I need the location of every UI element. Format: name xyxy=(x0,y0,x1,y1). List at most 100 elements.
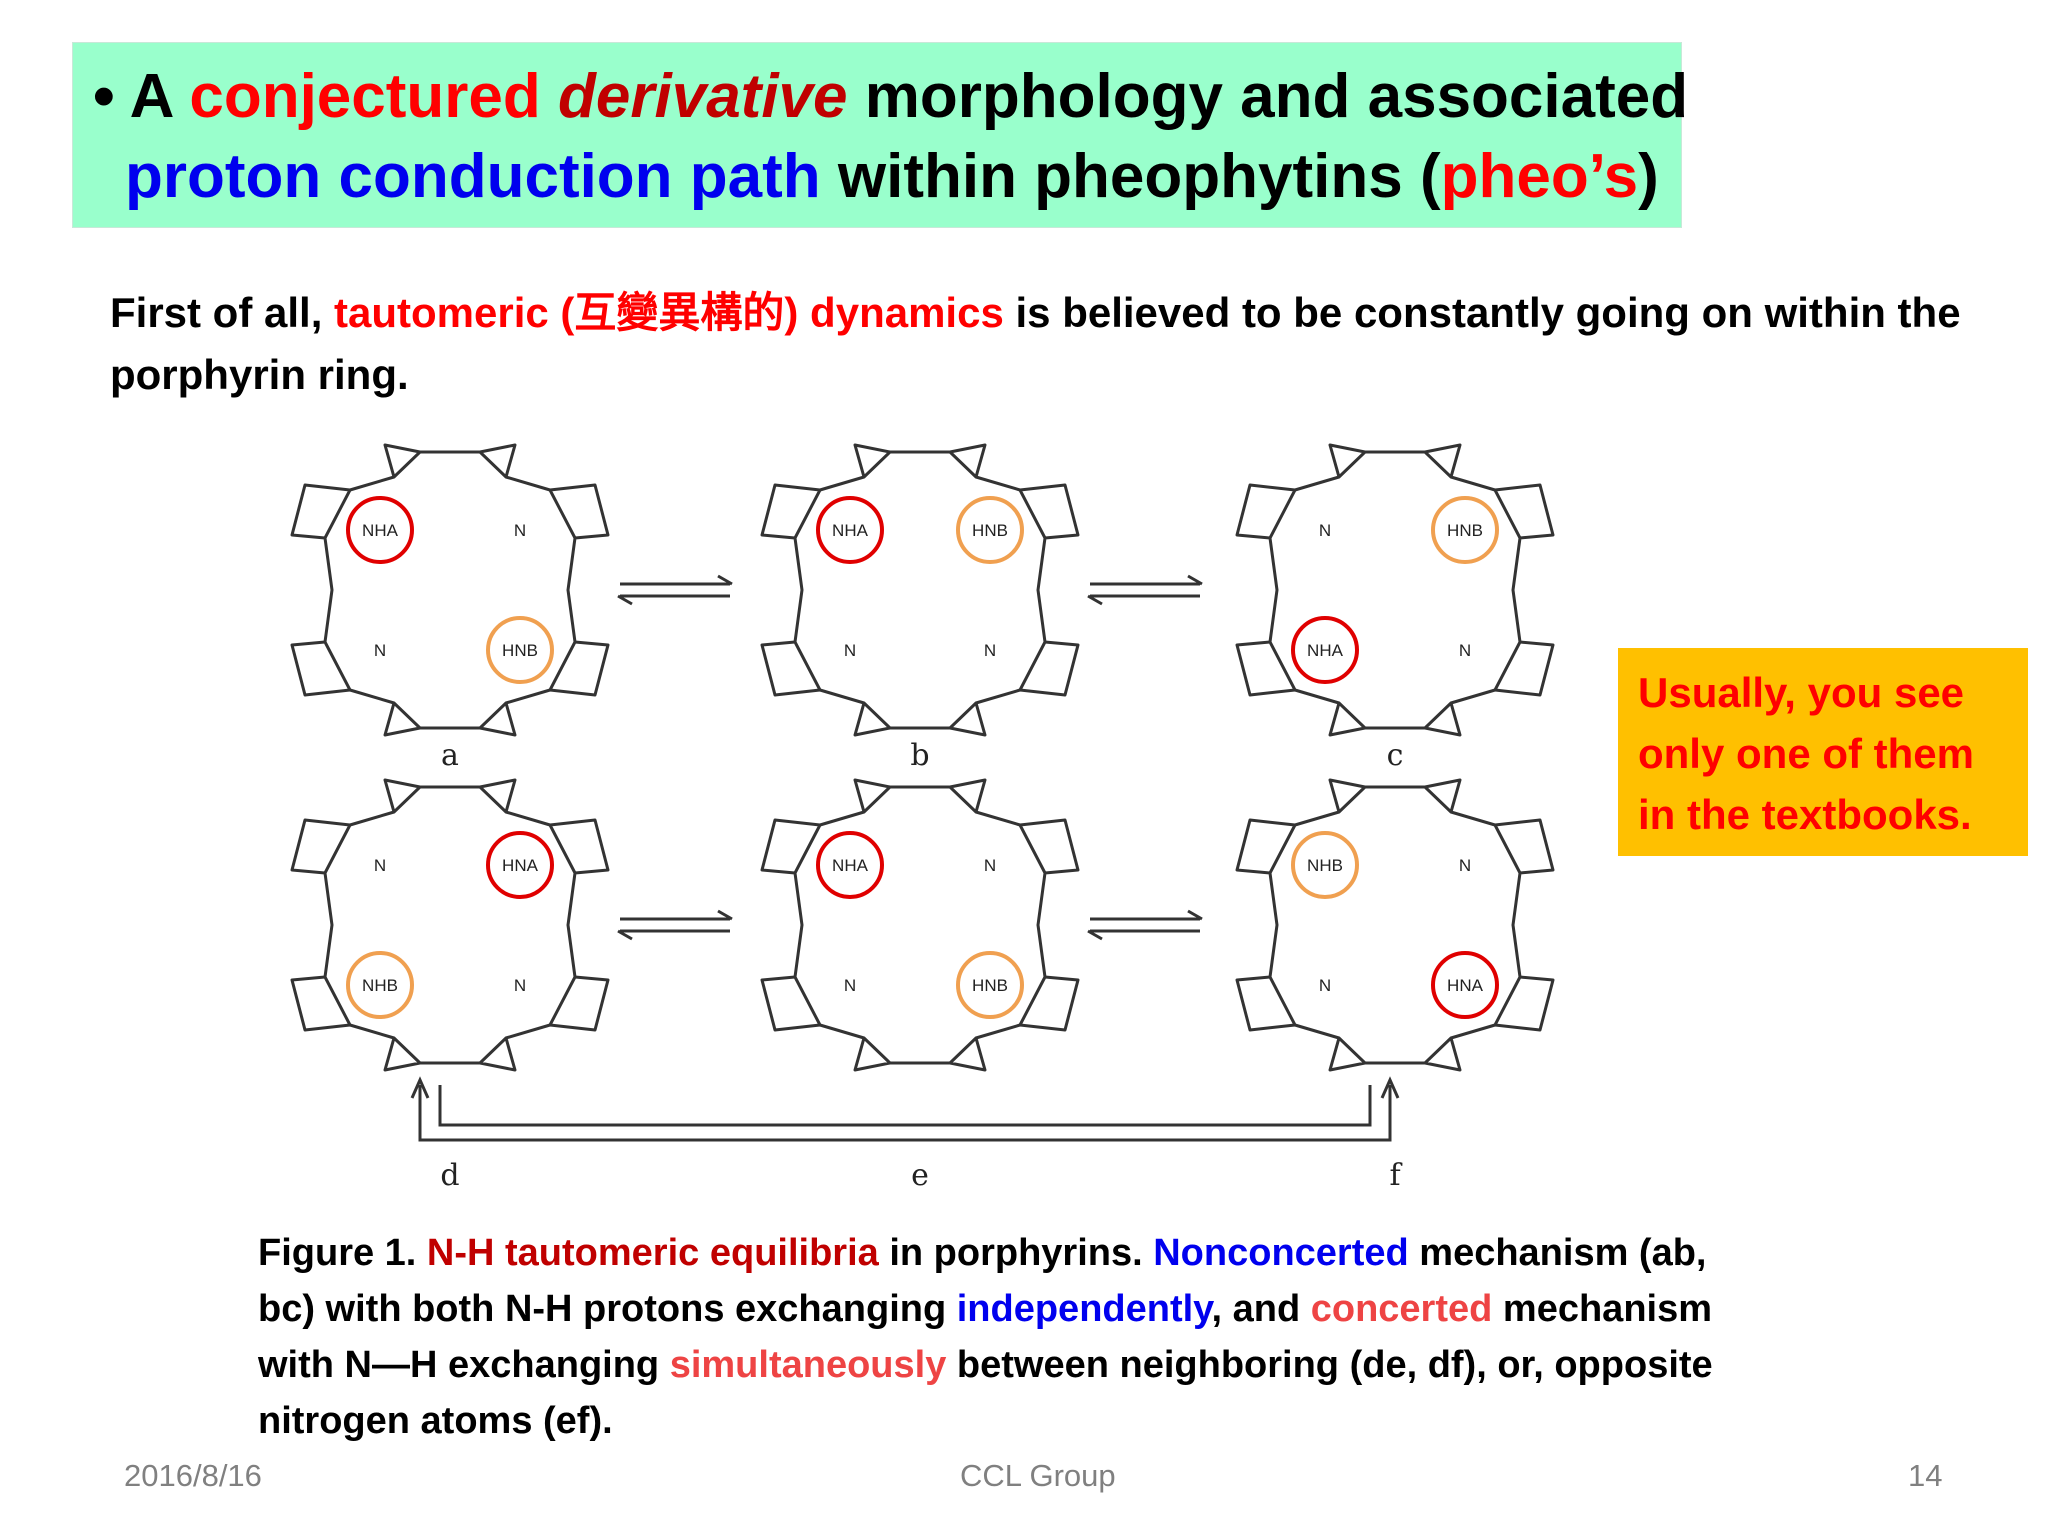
title-box: • A conjectured derivative morphology an… xyxy=(72,42,1688,228)
caption-concerted: concerted xyxy=(1310,1288,1493,1330)
proton-highlight-circle xyxy=(816,496,884,564)
nitrogen-atom-label: NHA xyxy=(1307,641,1344,660)
nitrogen-atom-label: N xyxy=(374,641,386,660)
nitrogen-atom-label: N xyxy=(844,976,856,995)
nitrogen-atom-label: NHB xyxy=(1307,856,1343,875)
porphyrin-ring xyxy=(1235,778,1555,1072)
structure-label: c xyxy=(1387,738,1404,773)
equilibrium-arrowhead xyxy=(717,574,733,586)
nitrogen-atom-label: N xyxy=(514,521,526,540)
caption-part: mechanism with N—H exchanging xyxy=(258,1288,1713,1386)
equilibrium-arrowhead xyxy=(1187,909,1203,921)
bracket-arrowhead xyxy=(1380,1076,1400,1099)
nitrogen-atom-label: HNB xyxy=(972,521,1008,540)
title-pheos: pheo’s xyxy=(1440,142,1639,211)
caption-part: mechanism (ab, bc) with both N-H protons… xyxy=(258,1232,1707,1330)
intro-text: First of all, tautomeric (互變異構的) dynamic… xyxy=(110,282,1990,406)
note-line: Usually, you see xyxy=(1638,669,1965,716)
bracket-arrowhead xyxy=(410,1076,430,1099)
equilibrium-arrowhead xyxy=(1087,594,1103,606)
porphyrin-ring xyxy=(760,778,1080,1072)
porphyrin-structure-b xyxy=(760,443,1080,737)
equilibrium-arrowhead xyxy=(617,929,633,941)
title-text: morphology and associated xyxy=(847,62,1689,131)
caption-simultaneously: simultaneously xyxy=(669,1344,947,1386)
intro-tautomeric: tautomeric (互變異構的) dynamics xyxy=(334,289,1004,336)
porphyrin-structure-a xyxy=(290,443,610,737)
porphyrin-structure-d xyxy=(290,778,610,1072)
proton-highlight-circle xyxy=(1291,616,1359,684)
nitrogen-atom-label: N xyxy=(984,856,996,875)
caption-part: between neighboring (de, df), or, opposi… xyxy=(258,1344,1713,1442)
title-line-1: • A conjectured derivative morphology an… xyxy=(93,59,1688,135)
title-bullet: • xyxy=(93,62,115,131)
nitrogen-atom-label: N xyxy=(1319,976,1331,995)
title-derivative: derivative xyxy=(558,62,848,131)
proton-highlight-circle xyxy=(956,951,1024,1019)
nitrogen-atom-label: N xyxy=(1319,521,1331,540)
caption-part: , and xyxy=(1211,1288,1311,1330)
title-line-2: proton conduction path within pheophytin… xyxy=(125,139,1659,215)
proton-highlight-circle xyxy=(1291,831,1359,899)
caption-nonconcerted: Nonconcerted xyxy=(1153,1232,1409,1274)
proton-highlight-circle xyxy=(1431,951,1499,1019)
equilibrium-arrowhead xyxy=(717,909,733,921)
structure-label: d xyxy=(440,1158,459,1193)
equilibrium-arrowhead xyxy=(1087,929,1103,941)
proton-highlight-circle xyxy=(1431,496,1499,564)
intro-part: First of all, xyxy=(110,289,335,336)
proton-highlight-circle xyxy=(956,496,1024,564)
footer-date: 2016/8/16 xyxy=(124,1458,262,1493)
nitrogen-atom-label: HNB xyxy=(972,976,1008,995)
structure-label: a xyxy=(441,738,459,773)
nitrogen-atom-label: HNA xyxy=(1447,976,1484,995)
structure-label: f xyxy=(1389,1158,1402,1193)
nitrogen-atom-label: N xyxy=(844,641,856,660)
equilibrium-arrowhead xyxy=(617,594,633,606)
proton-highlight-circle xyxy=(486,616,554,684)
nitrogen-atom-label: NHA xyxy=(832,856,869,875)
porphyrin-structure-f xyxy=(1235,778,1555,1072)
proton-highlight-circle xyxy=(816,831,884,899)
proton-highlight-circle xyxy=(346,951,414,1019)
porphyrin-ring xyxy=(1235,443,1555,737)
title-text: within pheophytins ( xyxy=(820,142,1441,211)
nitrogen-atom-label: N xyxy=(514,976,526,995)
nitrogen-atom-label: HNB xyxy=(1447,521,1483,540)
bracket-line-outer xyxy=(418,1085,1392,1142)
structure-label: b xyxy=(910,738,929,773)
figure-caption: Figure 1. N-H tautomeric equilibria in p… xyxy=(258,1225,1758,1449)
footer-group: CCL Group xyxy=(960,1458,1116,1493)
title-text: ) xyxy=(1638,142,1659,211)
title-conjectured: conjectured xyxy=(189,62,558,131)
nitrogen-atom-label: NHB xyxy=(362,976,398,995)
title-text: A xyxy=(129,62,190,131)
proton-highlight-circle xyxy=(346,496,414,564)
intro-part: is believed to be constantly going on wi… xyxy=(110,289,1961,398)
note-box: Usually, you see only one of them in the… xyxy=(1618,648,2028,856)
porphyrin-ring xyxy=(290,778,610,1072)
porphyrin-ring xyxy=(290,443,610,737)
nitrogen-atom-label: HNB xyxy=(502,641,538,660)
footer-page-number: 14 xyxy=(1908,1458,1943,1493)
nitrogen-atom-label: N xyxy=(984,641,996,660)
nitrogen-atom-label: N xyxy=(1459,641,1471,660)
title-proton-path: proton conduction path xyxy=(125,142,821,211)
note-line: only one of them xyxy=(1638,730,1974,777)
caption-independently: independently xyxy=(956,1288,1212,1330)
proton-highlight-circle xyxy=(486,831,554,899)
caption-tautomeric-equilibria: N-H tautomeric equilibria xyxy=(426,1232,879,1274)
note-line: in the textbooks. xyxy=(1638,791,1972,838)
porphyrin-ring xyxy=(760,443,1080,737)
nitrogen-atom-label: N xyxy=(1459,856,1471,875)
equilibrium-arrowhead xyxy=(1187,574,1203,586)
caption-part: Figure 1. xyxy=(258,1232,427,1274)
nitrogen-atom-label: N xyxy=(374,856,386,875)
porphyrin-structure-c xyxy=(1235,443,1555,737)
porphyrin-structure-e xyxy=(760,778,1080,1072)
caption-part: in porphyrins. xyxy=(878,1232,1154,1274)
bracket-line-inner xyxy=(438,1085,1372,1127)
structure-label: e xyxy=(911,1158,929,1193)
nitrogen-atom-label: HNA xyxy=(502,856,539,875)
